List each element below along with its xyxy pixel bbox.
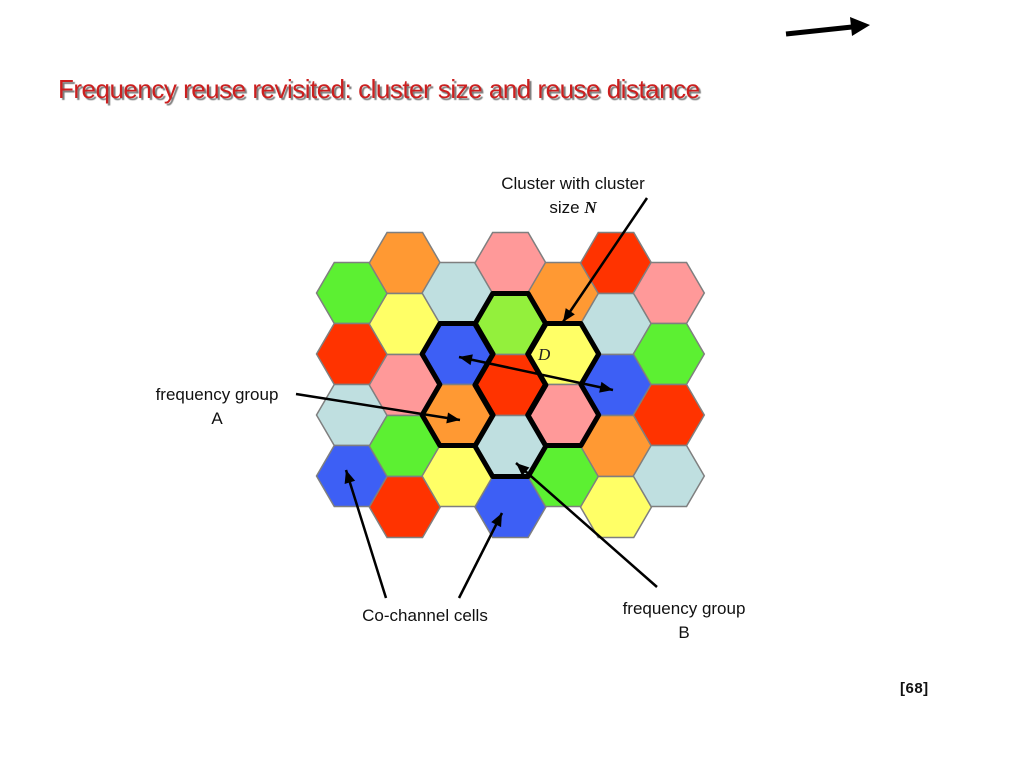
co-channel-cells-label: Co-channel cells [362, 606, 488, 625]
co-channel-pointer-arrow-right [457, 512, 504, 599]
cell-grid [315, 231, 706, 539]
corner-arrow-icon [785, 17, 870, 37]
page-number: [68] [900, 680, 929, 697]
frequency-group-a-label: frequency group A [142, 383, 292, 431]
cluster-size-variable: N [584, 198, 597, 217]
reuse-distance-arrow [458, 354, 614, 393]
group-b-line1: frequency group [622, 599, 746, 618]
group-a-pointer-arrow [295, 392, 461, 424]
group-a-line2: A [211, 409, 223, 428]
cluster-boundary [419, 291, 602, 479]
cluster-outline [419, 291, 602, 479]
group-b-pointer-arrow [515, 462, 658, 588]
annotation-arrows [295, 197, 658, 599]
cluster-label-line2: size [549, 198, 585, 217]
cluster-pointer-arrow [561, 197, 649, 323]
co-channel-pointer-arrow-left [344, 469, 388, 599]
reuse-distance-label: D [538, 345, 551, 364]
group-b-line2: B [678, 623, 690, 642]
group-a-line1: frequency group [155, 385, 279, 404]
slide-title: Frequency reuse revisited: cluster size … [58, 74, 700, 104]
hex-cell-lightblue [632, 444, 706, 508]
cluster-label-line1: Cluster with cluster [501, 174, 645, 193]
frequency-group-b-label: frequency group B [600, 597, 768, 645]
cluster-size-label: Cluster with cluster size N [460, 172, 686, 220]
